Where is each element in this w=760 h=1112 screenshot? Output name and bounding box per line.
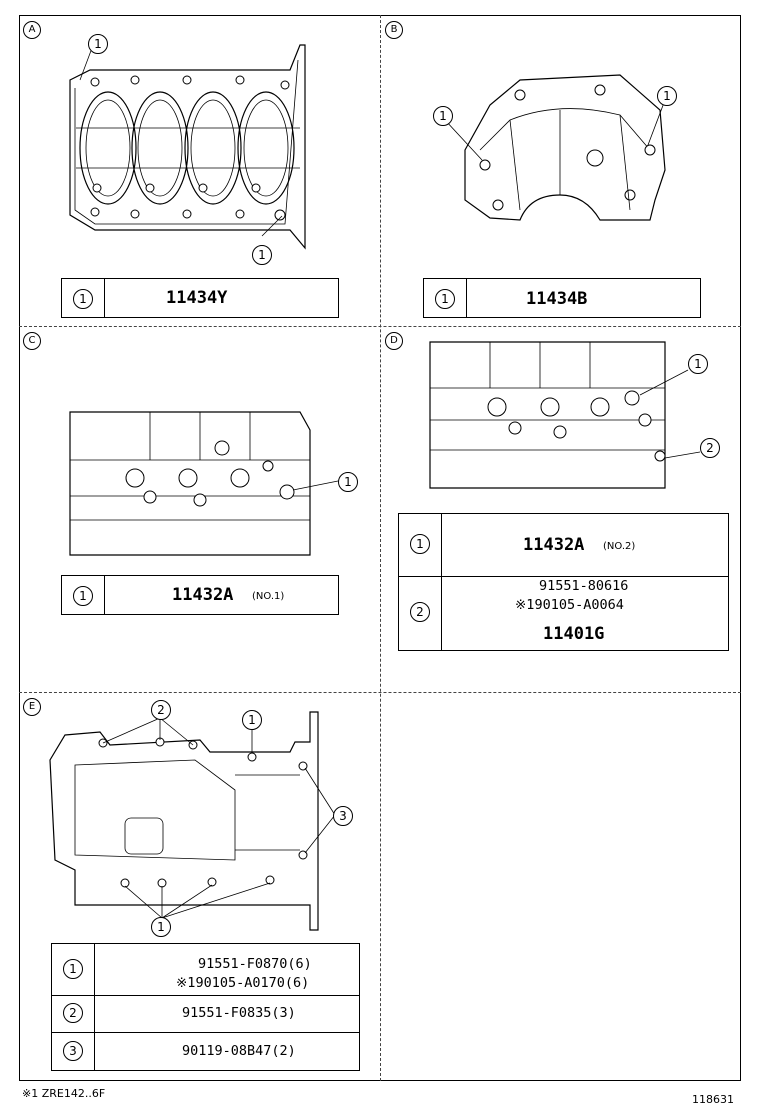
divider-vertical <box>380 15 381 1081</box>
panel-letter-a: A <box>23 21 41 39</box>
legend-e-3-line1: 90119-08B47(2) <box>182 1043 296 1059</box>
legend-d-1-part: 11432A <box>523 535 585 555</box>
legend-e-3-num: 3 <box>63 1041 83 1061</box>
lower-crankcase-view <box>49 711 336 931</box>
panel-letter-d: D <box>385 332 403 350</box>
callout-b-1-right: 1 <box>657 86 677 106</box>
part-icons <box>104 290 538 1057</box>
legend-c-part: 11432A <box>172 585 234 605</box>
legend-e-1-num: 1 <box>63 959 83 979</box>
legend-e-2-line1: 91551-F0835(3) <box>182 1005 296 1021</box>
legend-a-part: 11434Y <box>166 288 228 308</box>
legend-c: 1 11432A (NO.1) <box>61 575 339 615</box>
callout-d-1: 1 <box>688 354 708 374</box>
legend-e-1-line1: 91551-F0870(6) <box>198 956 312 972</box>
callout-a-1-bottom: 1 <box>252 245 272 265</box>
legend-d-2-sensor: 11401G <box>543 624 605 644</box>
cylinder-block-rear-view <box>444 74 666 221</box>
cylinder-block-side-view-d <box>429 341 701 489</box>
callout-e-1-bottom: 1 <box>151 917 171 937</box>
cylinder-block-top-view <box>69 44 306 250</box>
legend-b: 1 11434B <box>423 278 701 318</box>
legend-a: 1 11434Y <box>61 278 339 318</box>
legend-d: 1 11432A (NO.2) 2 91551-80616 ※190105-A0… <box>398 513 729 651</box>
legend-d-2-alt: ※190105-A0064 <box>515 597 624 613</box>
legend-e-1-line2: ※190105-A0170(6) <box>176 975 310 991</box>
legend-b-num: 1 <box>435 289 455 309</box>
illustration-number: 118631 <box>692 1093 734 1106</box>
divider-row1 <box>19 326 741 327</box>
legend-e: 1 91551-F0870(6) ※190105-A0170(6) 2 9155… <box>51 943 360 1071</box>
legend-e-2-num: 2 <box>63 1003 83 1023</box>
callout-b-1-left: 1 <box>433 106 453 126</box>
callout-c-1: 1 <box>338 472 358 492</box>
panel-letter-e: E <box>23 698 41 716</box>
legend-d-1-note: (NO.2) <box>603 541 636 552</box>
callout-d-2: 2 <box>700 438 720 458</box>
legend-c-note: (NO.1) <box>252 591 285 602</box>
footnote: ※1 ZRE142..6F <box>22 1087 106 1100</box>
legend-a-num: 1 <box>73 289 93 309</box>
callout-e-1-top: 1 <box>242 710 262 730</box>
callout-e-3: 3 <box>333 806 353 826</box>
divider-row2 <box>19 692 741 693</box>
cylinder-block-side-view-c <box>69 411 339 556</box>
legend-d-2-bolt: 91551-80616 <box>539 578 629 594</box>
panel-letter-b: B <box>385 21 403 39</box>
legend-b-part: 11434B <box>526 289 588 309</box>
panel-letter-c: C <box>23 332 41 350</box>
legend-c-num: 1 <box>73 586 93 606</box>
callout-a-1-top: 1 <box>88 34 108 54</box>
legend-d-1-num: 1 <box>410 534 430 554</box>
legend-d-2-num: 2 <box>410 602 430 622</box>
callout-e-2: 2 <box>151 700 171 720</box>
